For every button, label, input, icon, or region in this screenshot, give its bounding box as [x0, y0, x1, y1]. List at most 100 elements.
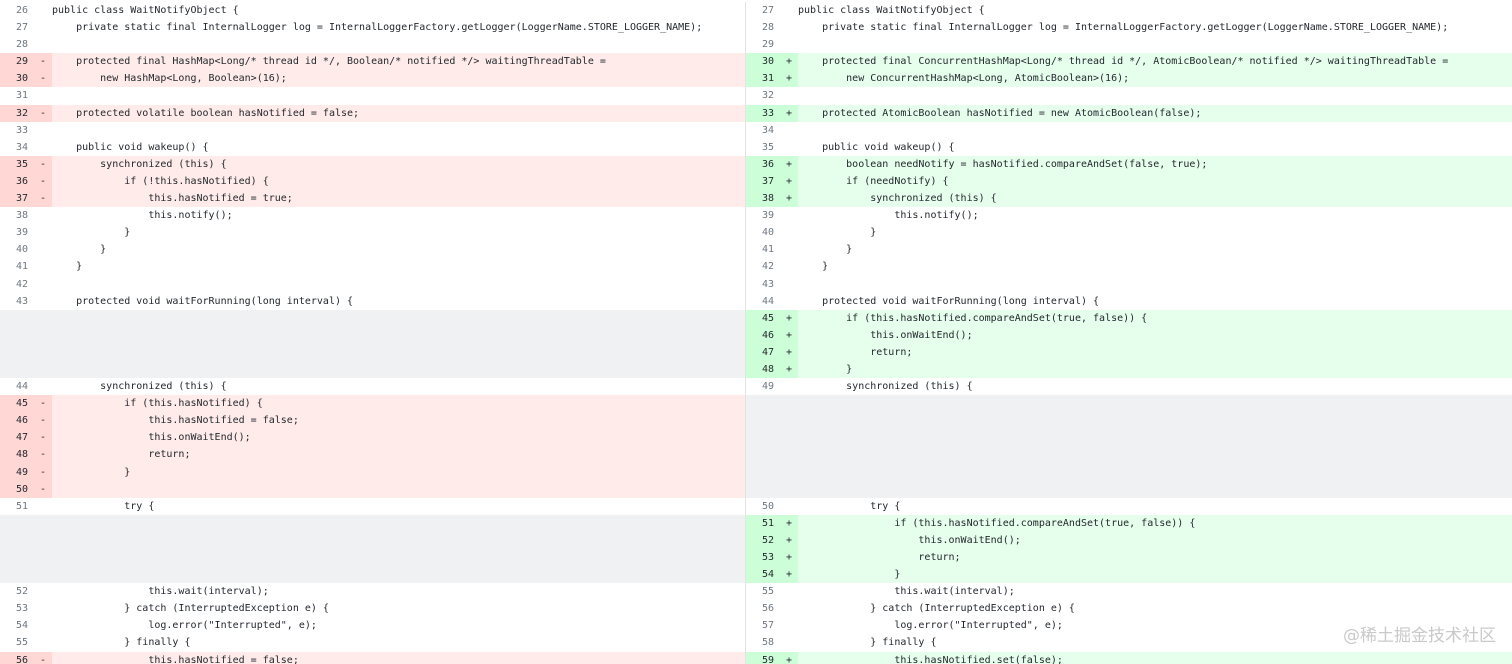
diff-marker [780, 207, 798, 224]
line-number[interactable]: 29 [761, 39, 774, 51]
line-number[interactable]: 54 [15, 620, 28, 632]
diff-line-left: 27 private static final InternalLogger l… [0, 19, 745, 36]
diff-line-right: 33+ protected AtomicBoolean hasNotified … [746, 104, 1512, 122]
line-number[interactable]: 33 [746, 104, 780, 122]
line-number[interactable]: 30 [0, 70, 34, 88]
line-number[interactable]: 41 [15, 261, 28, 273]
line-number[interactable]: 50 [0, 480, 34, 498]
line-number[interactable]: 48 [746, 360, 780, 379]
line-number[interactable]: 42 [15, 278, 28, 290]
line-number[interactable]: 38 [746, 190, 780, 208]
code-text [798, 429, 1512, 446]
line-number[interactable]: 48 [0, 446, 34, 464]
line-number[interactable]: 45 [0, 395, 34, 413]
line-number[interactable]: 55 [15, 637, 28, 649]
line-number[interactable]: 42 [761, 261, 774, 273]
line-number[interactable] [746, 480, 780, 498]
line-number[interactable] [746, 395, 780, 413]
line-number[interactable] [746, 429, 780, 447]
code-text: } [798, 244, 853, 256]
line-number[interactable]: 30 [746, 53, 780, 71]
code-text: if (this.hasNotified) { [52, 398, 263, 410]
line-number[interactable]: 32 [761, 90, 774, 102]
diff-marker: + [780, 104, 798, 122]
line-number[interactable]: 39 [15, 227, 28, 239]
line-number[interactable] [0, 549, 34, 567]
line-number[interactable] [746, 463, 780, 481]
line-number[interactable] [0, 360, 34, 379]
line-number[interactable]: 53 [15, 603, 28, 615]
line-number[interactable]: 49 [0, 463, 34, 481]
code-text: protected final HashMap<Long/* thread id… [52, 56, 606, 68]
line-number[interactable] [0, 309, 34, 327]
line-number[interactable]: 59 [746, 651, 780, 664]
line-number[interactable]: 43 [15, 295, 28, 307]
line-number[interactable]: 34 [761, 124, 774, 136]
line-number[interactable]: 53 [746, 549, 780, 567]
line-number[interactable]: 51 [746, 514, 780, 532]
line-number[interactable]: 43 [761, 278, 774, 290]
line-number[interactable] [746, 446, 780, 464]
line-number[interactable]: 27 [15, 22, 28, 34]
line-number[interactable]: 56 [0, 651, 34, 664]
line-number[interactable]: 56 [761, 603, 774, 615]
line-number[interactable]: 58 [761, 637, 774, 649]
diff-line-left: 42 [0, 276, 745, 293]
line-number[interactable] [0, 326, 34, 344]
line-number[interactable]: 44 [15, 381, 28, 393]
line-number[interactable]: 35 [761, 141, 774, 153]
diff-line-right: 48+ } [746, 360, 1512, 379]
line-number[interactable]: 55 [761, 586, 774, 598]
line-number[interactable] [0, 531, 34, 549]
line-number[interactable]: 49 [761, 381, 774, 393]
line-number[interactable] [0, 343, 34, 361]
line-number[interactable]: 46 [746, 326, 780, 344]
line-number[interactable]: 37 [0, 190, 34, 208]
line-number[interactable]: 36 [746, 155, 780, 173]
line-number[interactable]: 31 [746, 70, 780, 88]
line-number[interactable]: 29 [0, 53, 34, 71]
line-number[interactable]: 35 [0, 155, 34, 173]
code-text: protected final ConcurrentHashMap<Long/*… [798, 56, 1449, 68]
line-number[interactable]: 52 [15, 586, 28, 598]
line-number[interactable]: 32 [0, 104, 34, 122]
line-number[interactable]: 37 [746, 172, 780, 191]
line-number[interactable]: 26 [15, 5, 28, 16]
code-text: } [798, 261, 829, 273]
code-text: } [52, 244, 107, 256]
code-text [52, 566, 745, 583]
line-number[interactable]: 44 [761, 295, 774, 307]
diff-line-left [0, 514, 745, 532]
line-number[interactable]: 28 [15, 39, 28, 51]
line-number[interactable]: 54 [746, 566, 780, 584]
line-number[interactable]: 27 [761, 5, 774, 16]
code-text [52, 549, 745, 566]
line-number[interactable]: 33 [15, 124, 28, 136]
diff-line-right: 34 [746, 122, 1512, 139]
line-number[interactable]: 57 [761, 620, 774, 632]
diff-line-right: 44 protected void waitForRunning(long in… [746, 293, 1512, 310]
line-number[interactable]: 31 [15, 90, 28, 102]
line-number[interactable]: 47 [746, 343, 780, 361]
line-number[interactable]: 52 [746, 531, 780, 549]
line-number[interactable]: 51 [15, 500, 28, 512]
line-number[interactable]: 41 [761, 244, 774, 256]
line-number[interactable]: 36 [0, 172, 34, 191]
line-number[interactable]: 50 [761, 500, 774, 512]
line-number[interactable]: 40 [15, 244, 28, 256]
line-number[interactable]: 28 [761, 22, 774, 34]
line-number[interactable]: 39 [761, 210, 774, 222]
line-number[interactable] [0, 566, 34, 584]
line-number[interactable]: 34 [15, 141, 28, 153]
line-number[interactable] [0, 514, 34, 532]
diff-line-right: 47+ return; [746, 343, 1512, 361]
code-text: protected AtomicBoolean hasNotified = ne… [798, 107, 1202, 119]
diff-line-right: 52+ this.onWaitEnd(); [746, 531, 1512, 549]
line-number[interactable]: 40 [761, 227, 774, 239]
code-text: log.error("Interrupted", e); [52, 620, 317, 632]
line-number[interactable]: 46 [0, 412, 34, 430]
line-number[interactable]: 47 [0, 429, 34, 447]
line-number[interactable] [746, 412, 780, 430]
line-number[interactable]: 38 [15, 210, 28, 222]
line-number[interactable]: 45 [746, 309, 780, 327]
